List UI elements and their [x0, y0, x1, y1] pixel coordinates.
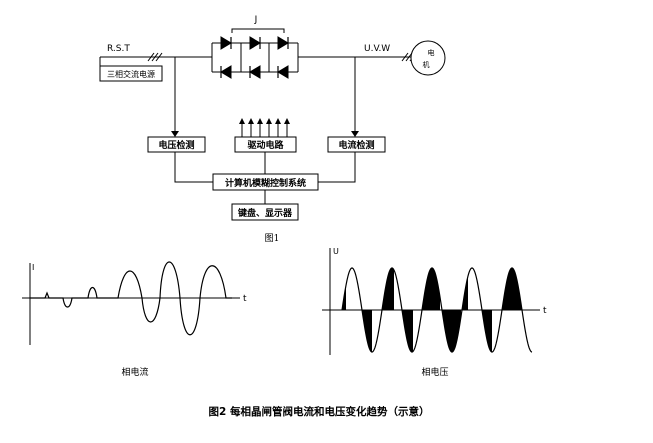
thyristor-reverse-icon — [249, 65, 261, 79]
arrow-up-icon — [257, 118, 263, 124]
current-waveform — [30, 261, 232, 336]
current-y-axis-label: I — [32, 263, 34, 272]
phase-voltage-plot: U t 相电压 — [322, 247, 547, 378]
thyristor-reverse-icon — [277, 65, 289, 79]
thyristor-forward-icon — [249, 36, 261, 50]
voltage-shaded-region — [362, 310, 372, 352]
motor-icon: 电 机 — [410, 40, 446, 76]
thyristor-forward-icon — [277, 36, 289, 50]
arrow-up-icon — [275, 118, 281, 124]
power-source-box — [99, 65, 163, 82]
thyristor-group-label: J — [254, 15, 258, 25]
thyristor-group-bracket — [231, 28, 285, 33]
voltage-detect-label: 电压检测 — [158, 139, 194, 151]
voltage-shaded-region — [422, 268, 440, 310]
arrow-up-icon — [266, 118, 272, 124]
voltage-y-axis-label: U — [333, 247, 339, 256]
thyristor-reverse-icon — [220, 65, 232, 79]
voltage-waveform-group — [341, 267, 533, 353]
voltage-shaded-region — [402, 310, 413, 352]
arrow-up-icon — [248, 118, 254, 124]
current-to-controller-line — [318, 152, 356, 183]
thyristor-forward-icon — [220, 36, 232, 50]
slash-mark — [401, 52, 409, 62]
voltage-shaded-region — [502, 268, 522, 310]
current-detect-box — [327, 136, 386, 153]
figure-1-block-diagram: R.S.T 三相交流电源 J — [99, 15, 446, 244]
figure-2-caption: 图2 每相晶闸管阀电流和电压变化趋势（示意） — [209, 405, 430, 418]
arrow-up-icon — [239, 118, 245, 124]
motor-label-line1: 电 — [428, 48, 435, 57]
voltage-detect-box — [147, 136, 206, 153]
figure-1-caption: 图1 — [265, 233, 280, 244]
power-source-label: 三相交流电源 — [107, 69, 155, 79]
voltage-x-axis-label: t — [543, 306, 547, 316]
voltage-shaded-region — [482, 310, 492, 352]
voltage-plot-label: 相电压 — [421, 366, 448, 378]
drive-circuit-label: 驱动电路 — [247, 139, 284, 151]
thyristor-bridge — [211, 36, 299, 79]
gate-signal-arrows — [239, 118, 290, 137]
motor-label-line2: 机 — [423, 60, 430, 69]
controller-label: 计算机模糊控制系统 — [225, 177, 306, 189]
input-phase-label: R.S.T — [107, 44, 130, 54]
motor-circle — [410, 40, 446, 76]
current-detect-label: 电流检测 — [338, 139, 374, 151]
keyboard-display-box — [231, 203, 299, 221]
keyboard-display-label: 键盘、显示器 — [237, 207, 293, 219]
voltage-to-controller-line — [174, 152, 213, 183]
current-plot-label: 相电流 — [121, 366, 148, 378]
current-x-axis-label: t — [243, 294, 247, 304]
voltage-shaded-region — [382, 268, 394, 310]
arrow-down-icon — [171, 131, 179, 137]
voltage-waveform — [341, 267, 533, 353]
arrow-up-icon — [284, 118, 290, 124]
output-phase-label: U.V.W — [364, 44, 390, 54]
arrow-down-icon — [351, 131, 359, 137]
phase-current-plot: I t 相电流 — [22, 261, 247, 378]
